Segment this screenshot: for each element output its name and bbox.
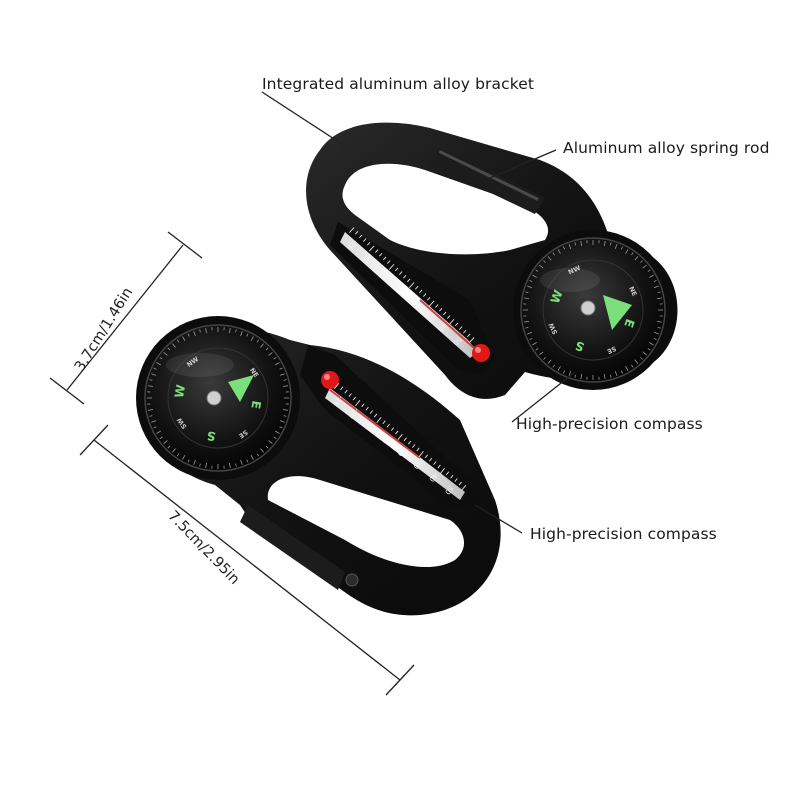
callout-compass-bottom-label: High-precision compass [530,525,717,543]
compass-top-pivot [581,301,595,315]
callout-spring-rod-label: Aluminum alloy spring rod [563,139,770,157]
carabiner-top-thermo-bulb-shine [475,347,481,353]
carabiner-top-thermo-bulb [472,344,490,362]
compass-bottom-glare [166,353,234,377]
carabiner-bottom-thermo-bulb-shine [324,374,330,380]
carabiner-bottom-rivet [346,574,358,586]
callout-line-bracket [262,92,348,148]
callout-compass-top-label: High-precision compass [516,415,703,433]
callout-bracket-label: Integrated aluminum alloy bracket [262,75,534,93]
compass-top-glare [540,268,600,292]
compass-direction-w: W [172,384,188,399]
compass-bottom-pivot [207,391,221,405]
